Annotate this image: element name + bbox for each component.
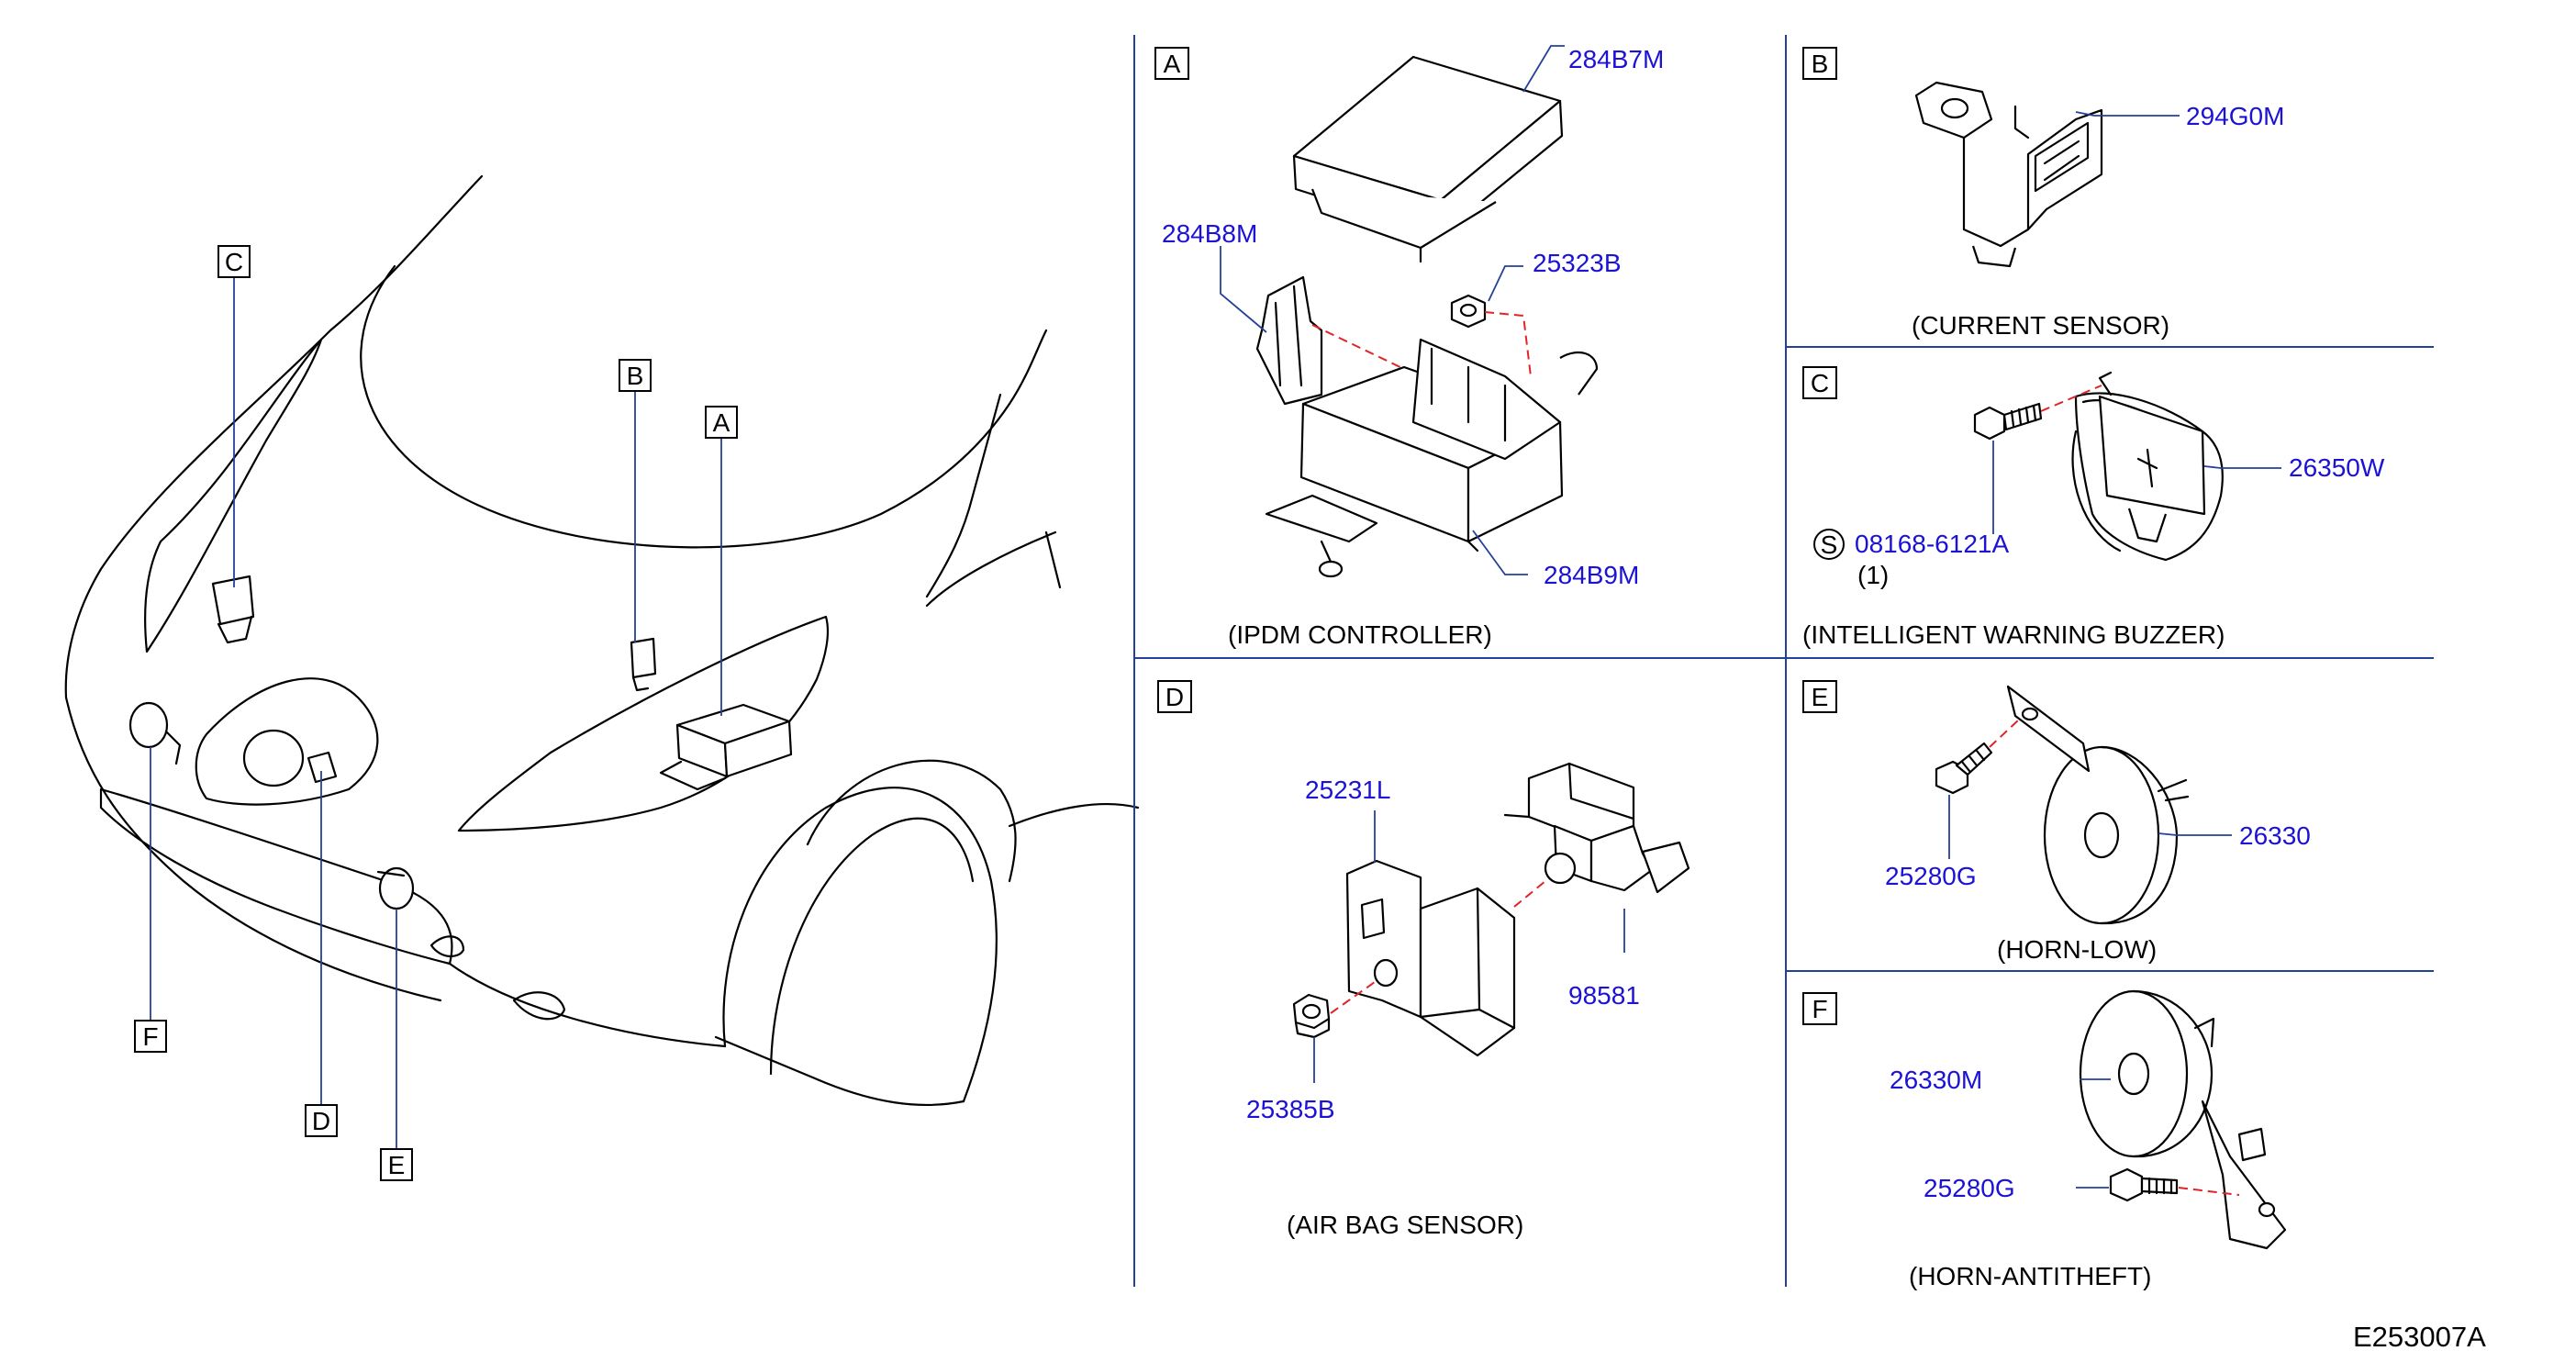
part-illustration-26330M bbox=[2079, 989, 2287, 1250]
svg-text:D: D bbox=[312, 1107, 330, 1135]
part-number-25231L[interactable]: 25231L bbox=[1305, 776, 1390, 804]
diagram-id: E253007A bbox=[2353, 1321, 2486, 1353]
part-illustration-26330 bbox=[2006, 685, 2190, 925]
svg-text:B: B bbox=[1812, 50, 1829, 78]
screw-symbol-S: S bbox=[1821, 530, 1838, 559]
svg-text:E: E bbox=[388, 1151, 406, 1179]
car-callout-B[interactable]: B bbox=[619, 359, 652, 392]
section-letter-B: B bbox=[1802, 47, 1837, 80]
part-illustration-284B9M bbox=[1265, 338, 1599, 578]
svg-text:B: B bbox=[627, 362, 644, 390]
part-number-26350W[interactable]: 26350W bbox=[2289, 453, 2385, 482]
svg-text:F: F bbox=[1812, 995, 1827, 1023]
section-title-A: (IPDM CONTROLLER) bbox=[1228, 620, 1492, 649]
section-letter-C: C bbox=[1802, 366, 1837, 399]
svg-text:C: C bbox=[1811, 369, 1829, 397]
section-E: E 26330 25280G (HORN-LOW) bbox=[1802, 680, 2311, 964]
part-illustration-284B8M bbox=[1255, 275, 1323, 406]
part-illustration-25385B bbox=[1292, 993, 1331, 1039]
svg-text:D: D bbox=[1165, 683, 1184, 711]
part-number-25323B[interactable]: 25323B bbox=[1533, 249, 1622, 277]
car-callout-leaders bbox=[150, 277, 722, 1149]
section-D: D 25231L 98581 25385B bbox=[1157, 680, 1690, 1239]
car-callout-C[interactable]: C bbox=[217, 245, 251, 278]
panel-dividers bbox=[1133, 35, 2434, 1287]
section-B: B 294G0M (CURRENT SENSOR) bbox=[1802, 47, 2284, 340]
part-illustration-284B7M bbox=[1292, 55, 1564, 263]
svg-text:A: A bbox=[1164, 50, 1181, 78]
part-number-294G0M[interactable]: 294G0M bbox=[2186, 102, 2284, 130]
part-illustration-294G0M bbox=[1914, 81, 2103, 268]
svg-text:A: A bbox=[713, 408, 730, 437]
part-illustration-25323B bbox=[1450, 294, 1487, 329]
section-title-E: (HORN-LOW) bbox=[1997, 935, 2157, 964]
svg-text:F: F bbox=[142, 1022, 158, 1051]
svg-text:C: C bbox=[225, 248, 243, 276]
car-callout-A[interactable]: A bbox=[705, 406, 738, 439]
part-number-284B9M[interactable]: 284B9M bbox=[1544, 561, 1639, 589]
section-title-D: (AIR BAG SENSOR) bbox=[1287, 1211, 1523, 1239]
svg-text:E: E bbox=[1812, 683, 1829, 711]
part-illustration-25280G-horn-low bbox=[1935, 742, 1993, 795]
quantity-note: (1) bbox=[1857, 561, 1889, 589]
section-C: C S 26350W 08168-6121A (1) (INTELLIGENT … bbox=[1802, 366, 2385, 649]
part-illustration-25231L bbox=[1345, 859, 1516, 1057]
car-overview-illustration bbox=[64, 174, 1140, 1106]
part-number-98581[interactable]: 98581 bbox=[1568, 981, 1640, 1010]
section-letter-A: A bbox=[1154, 47, 1189, 80]
part-number-25385B[interactable]: 25385B bbox=[1246, 1095, 1335, 1123]
part-number-08168-6121A[interactable]: 08168-6121A bbox=[1855, 530, 2009, 558]
part-number-25280G-horn-low[interactable]: 25280G bbox=[1885, 862, 1977, 890]
section-letter-D: D bbox=[1157, 680, 1192, 713]
section-title-C: (INTELLIGENT WARNING BUZZER) bbox=[1802, 620, 2225, 649]
section-F: F 26330M 25280G (HORN-ANTITHEFT) bbox=[1802, 989, 2287, 1290]
car-callout-F[interactable]: F bbox=[134, 1020, 167, 1053]
section-letter-E: E bbox=[1802, 680, 1837, 713]
part-illustration-26350W bbox=[2071, 371, 2224, 562]
car-callout-D[interactable]: D bbox=[305, 1104, 338, 1137]
section-letter-F: F bbox=[1802, 992, 1837, 1025]
part-illustration-08168-6121A bbox=[1973, 402, 2043, 441]
part-number-284B8M[interactable]: 284B8M bbox=[1162, 219, 1257, 248]
part-number-25280G-horn-antitheft[interactable]: 25280G bbox=[1924, 1174, 2015, 1202]
section-A: A bbox=[1154, 45, 1664, 649]
section-title-B: (CURRENT SENSOR) bbox=[1912, 311, 2169, 340]
part-illustration-98581 bbox=[1503, 762, 1690, 894]
part-number-26330[interactable]: 26330 bbox=[2239, 821, 2311, 850]
part-illustration-25280G-horn-antitheft bbox=[2109, 1167, 2179, 1202]
part-number-284B7M[interactable]: 284B7M bbox=[1568, 45, 1664, 73]
section-title-F: (HORN-ANTITHEFT) bbox=[1909, 1262, 2151, 1290]
part-number-26330M[interactable]: 26330M bbox=[1890, 1066, 1982, 1094]
car-callout-E[interactable]: E bbox=[380, 1148, 413, 1181]
